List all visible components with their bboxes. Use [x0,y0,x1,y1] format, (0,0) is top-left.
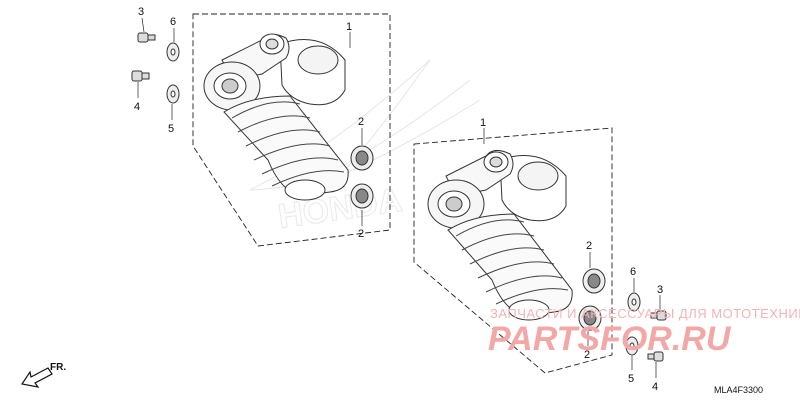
left-bushing-lower [350,183,374,209]
right-bushing-upper [582,268,606,294]
left-washer-lower [166,84,180,104]
left-assembly-box [192,13,391,247]
callout-left-washer-upper: 6 [170,16,176,28]
callout-right-bushing-upper: 2 [586,240,592,252]
callout-left-shock: 1 [346,21,352,33]
right-bolt-upper [650,310,667,321]
callout-right-washer-lower: 5 [628,373,634,385]
callout-left-bolt-upper: 3 [138,6,144,18]
right-bushing-lower [578,305,602,331]
watermark-brand: PARTSFOR.RU [488,320,732,358]
callout-right-bolt-lower: 4 [652,381,658,393]
right-washer-upper [627,292,641,312]
front-direction-arrow-icon [20,367,53,388]
callout-left-bushing-lower: 2 [358,228,364,240]
front-direction-label: FR. [50,362,66,373]
right-bolt-lower [647,351,664,362]
callout-right-bushing-lower: 2 [584,349,590,361]
callout-right-bolt-upper: 3 [657,284,663,296]
callout-left-washer-lower: 5 [168,123,174,135]
callout-right-washer-upper: 6 [630,266,636,278]
callout-right-shock: 1 [480,117,486,129]
watermark-tagline: ЗАПЧАСТИ И АКСЕССУАРЫ ДЛЯ МОТОТЕХНИКИ [490,306,800,321]
callout-left-bushing-upper: 2 [358,116,364,128]
right-assembly-box [413,127,613,374]
right-shock-absorber [427,150,573,321]
left-bushing-upper [350,145,374,171]
right-washer-lower [625,336,639,356]
callout-left-bolt-lower: 4 [134,101,140,113]
left-bolt-lower [131,70,150,82]
left-bolt-upper [137,32,156,43]
left-washer-upper [166,42,180,62]
left-shock-absorber [203,33,349,201]
diagram-code: MLA4F3300 [714,385,763,395]
